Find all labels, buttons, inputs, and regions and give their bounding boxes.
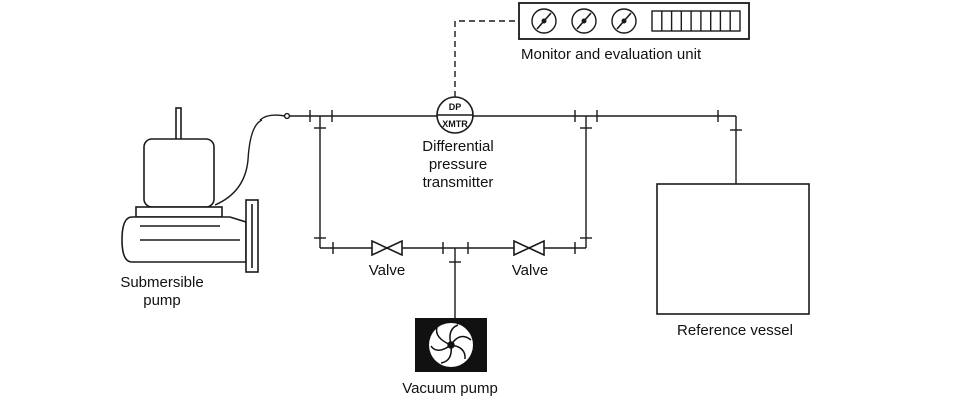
dp-label-line3: transmitter <box>422 174 494 191</box>
vacuum-pump-label: Vacuum pump <box>402 380 498 397</box>
dp-label-line1: Differential <box>422 138 494 155</box>
bypass-loop <box>314 116 592 254</box>
reference-vessel-label: Reference vessel <box>677 322 793 339</box>
gauge-icon <box>611 8 637 34</box>
segment-display-icon <box>651 10 741 32</box>
monitor-housing <box>518 2 750 40</box>
pump-cable <box>214 119 263 206</box>
valve-left-label: Valve <box>368 262 406 279</box>
gauge-icon <box>571 8 597 34</box>
monitor-label: Monitor and evaluation unit <box>521 46 702 63</box>
valve-right-label: Valve <box>511 262 549 279</box>
dp-label-line2: pressure <box>428 156 488 173</box>
signal-line <box>454 20 519 97</box>
gauge-icon <box>531 8 557 34</box>
submersible-label-line1: Submersible <box>120 274 204 291</box>
dp-transmitter <box>436 96 474 134</box>
dp-badge-top: DP <box>449 102 462 112</box>
dp-badge-bottom: XMTR <box>442 119 468 129</box>
monitor-unit <box>518 2 750 40</box>
vacuum-pump <box>415 318 487 372</box>
submersible-label-line2: pump <box>143 292 181 309</box>
reference-vessel <box>656 183 810 315</box>
valve-icon <box>513 239 545 257</box>
impeller-icon <box>430 324 472 364</box>
main-pipe <box>259 110 742 184</box>
submersible-pump <box>121 107 259 273</box>
vacuum-line <box>449 248 461 318</box>
valve-icon <box>371 239 403 257</box>
